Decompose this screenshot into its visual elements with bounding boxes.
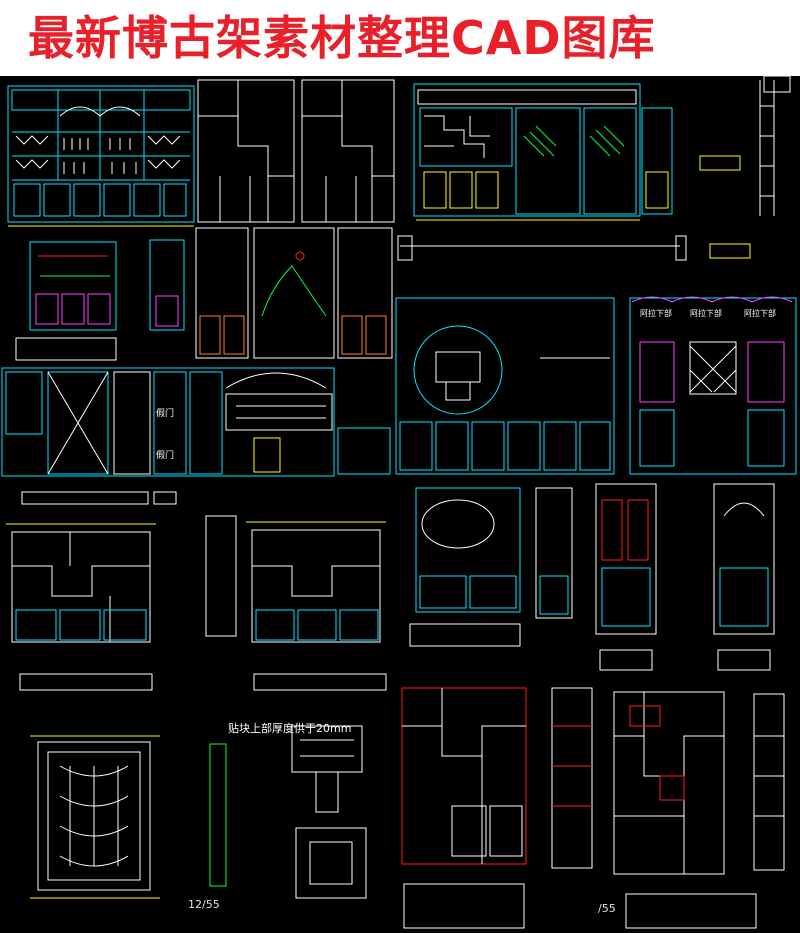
page-number-right: /55 <box>598 902 616 915</box>
shelf-detail-center <box>205 515 387 691</box>
door-label-1: 假门 <box>156 409 175 419</box>
stepped-shelf-right <box>613 691 785 929</box>
cad-collage: 12/55 /55 贴块上部厚度供于20mm 假门 假门 阿拉下部 阿拉下部 阿… <box>0 76 800 933</box>
carved-panel-elevation <box>30 735 227 899</box>
cabinet-elevation-2 <box>413 83 673 217</box>
cabinet-tag-2: 阿拉下部 <box>690 309 722 318</box>
cabinet-2-lattice <box>424 115 490 158</box>
cabinet-elevation-1 <box>7 85 195 223</box>
tagged-cabinet <box>629 296 797 475</box>
dimension-detail-1 <box>397 235 751 261</box>
cad-drawings <box>1 76 797 929</box>
cabinet-1-lattice <box>15 135 181 174</box>
shelf-detail-left <box>6 491 177 691</box>
banner-title: 最新博古架素材整理CAD图库 <box>28 11 656 65</box>
lattice-panels <box>197 79 395 223</box>
title-banner: 最新博古架素材整理CAD图库 <box>0 0 800 76</box>
glass-hatch <box>523 125 625 157</box>
section-detail-1 <box>699 76 791 216</box>
thickness-note: 贴块上部厚度供于20mm <box>228 722 352 735</box>
tall-cabinet-pair <box>595 483 775 671</box>
door-label-2: 假门 <box>156 451 175 461</box>
page-number-left: 12/55 <box>188 898 220 911</box>
cabinet-tag-1: 阿拉下部 <box>640 309 672 318</box>
stepped-shelf-left <box>401 687 593 929</box>
round-lattice-cabinet <box>395 297 615 475</box>
cabinet-elevation-3 <box>15 239 185 361</box>
round-window-cabinet <box>409 487 573 647</box>
cabinet-tag-3: 阿拉下部 <box>744 309 776 318</box>
wide-cabinet-elevation <box>1 367 391 477</box>
cabinet-elevation-4 <box>195 227 393 359</box>
column-detail <box>291 725 367 899</box>
